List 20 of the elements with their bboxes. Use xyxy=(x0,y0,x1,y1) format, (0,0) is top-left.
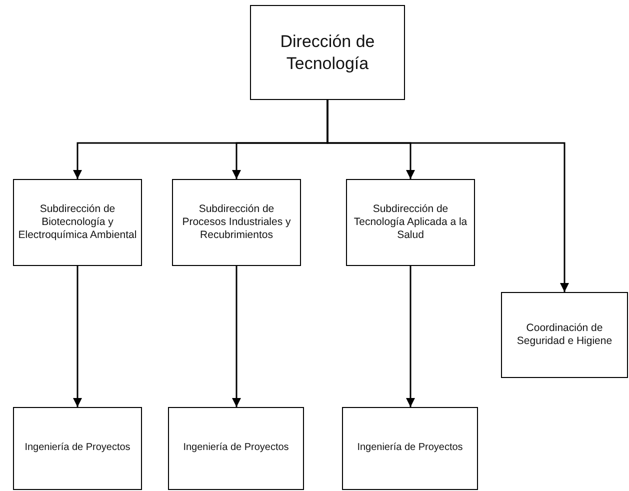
connector-arrow xyxy=(326,100,569,292)
org-box xyxy=(168,407,304,490)
org-box xyxy=(250,5,405,100)
connector-arrow xyxy=(73,266,82,407)
box-label: Subdirección de Tecnología Aplicada a la Salud xyxy=(352,202,468,242)
box-label: Ingeniería de Proyectos xyxy=(183,442,289,455)
org-box xyxy=(172,179,301,266)
box-label: Coordinación de Seguridad e Higiene xyxy=(516,322,614,348)
org-box xyxy=(501,292,628,378)
org-box xyxy=(342,407,478,490)
org-box xyxy=(13,407,142,490)
box-label: Ingeniería de Proyectos xyxy=(357,442,463,455)
box-label: Dirección de Tecnología xyxy=(279,31,376,74)
org-box xyxy=(346,179,475,266)
org-box xyxy=(13,179,142,266)
box-label: Ingeniería de Proyectos xyxy=(24,442,130,455)
box-label: Subdirección de Procesos Industriales y Recubrimientos xyxy=(181,202,292,242)
connector-arrow xyxy=(232,266,241,407)
box-label: Subdirección de Biotecnología y Electroquímica Ambiental xyxy=(18,202,137,242)
connector-arrow xyxy=(406,266,415,407)
